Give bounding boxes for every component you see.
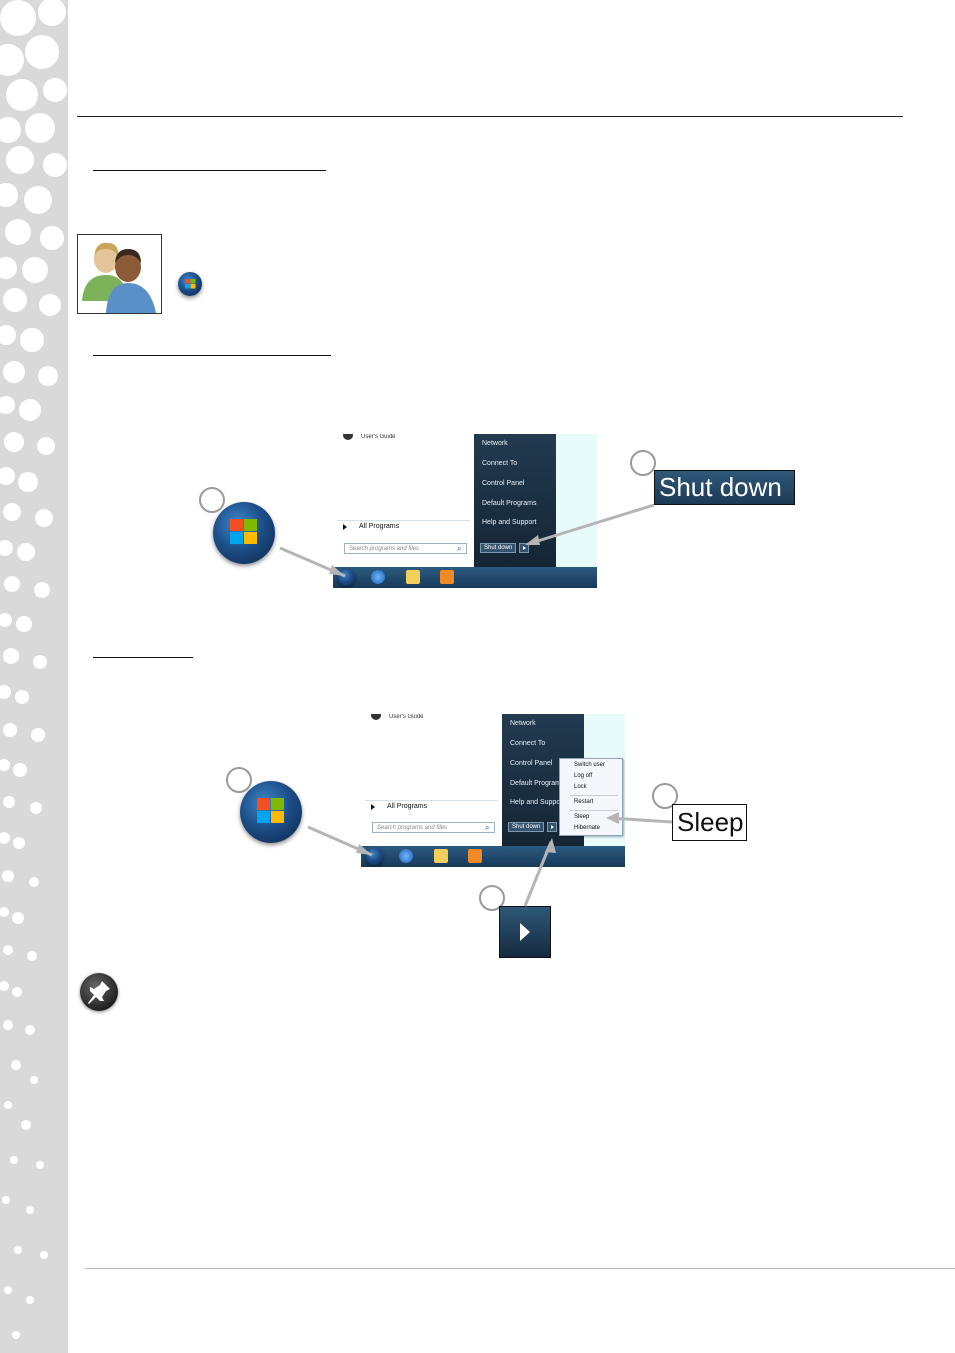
submenu-sleep[interactable]: Sleep xyxy=(574,814,590,820)
menu-item-help-support[interactable]: Help and Suppor xyxy=(510,799,563,806)
sleep-zoom-callout: Sleep xyxy=(672,804,747,841)
windows-start-orb-icon-large xyxy=(213,502,275,564)
internet-explorer-icon[interactable] xyxy=(371,570,385,584)
menu-item-default-programs[interactable]: Default Programs xyxy=(482,500,537,507)
play-arrow-icon xyxy=(523,546,526,550)
menu-item-control-panel[interactable]: Control Panel xyxy=(482,480,525,487)
users-guide-item[interactable]: User's Guide xyxy=(361,434,396,440)
all-programs-item[interactable]: All Programs xyxy=(359,523,400,530)
start-menu-screenshot-1: User's Guide All Programs Search program… xyxy=(333,434,597,588)
all-programs-item[interactable]: All Programs xyxy=(387,803,428,810)
pushpin-note-icon xyxy=(80,973,118,1011)
header-rule xyxy=(77,116,903,117)
menu-item-control-panel[interactable]: Control Panel xyxy=(510,760,553,767)
menu-item-default-programs[interactable]: Default Program xyxy=(510,780,561,787)
menu-item-connect-to[interactable]: Connect To xyxy=(510,740,546,747)
decorative-sidebar xyxy=(0,0,68,1353)
arrow-right-icon xyxy=(371,804,375,810)
shutdown-options-button[interactable] xyxy=(547,822,557,832)
submenu-log-off[interactable]: Log off xyxy=(574,773,593,779)
divider xyxy=(337,520,470,521)
taskbar xyxy=(361,846,625,867)
folder-icon[interactable] xyxy=(434,849,448,863)
menu-item-network[interactable]: Network xyxy=(510,720,536,727)
media-player-icon[interactable] xyxy=(440,570,454,584)
search-input[interactable]: Search programs and files xyxy=(344,543,467,554)
menu-item-help-support[interactable]: Help and Support xyxy=(482,519,537,526)
submenu-switch-user[interactable]: Switch user xyxy=(574,762,606,768)
sleep-zoom-label: Sleep xyxy=(677,807,744,837)
shutdown-button[interactable]: Shut down xyxy=(480,543,517,553)
search-icon: ⌕ xyxy=(485,823,490,832)
submenu-divider xyxy=(570,795,618,796)
start-menu-right-pane: Network Connect To Control Panel Default… xyxy=(474,434,556,567)
menu-item-network[interactable]: Network xyxy=(482,440,508,447)
media-player-icon[interactable] xyxy=(468,849,482,863)
callout-circle-1 xyxy=(199,487,225,513)
users-guide-icon xyxy=(371,714,381,720)
windows-start-orb-icon-large xyxy=(240,781,302,843)
shutdown-label: Shut down xyxy=(512,824,541,830)
users-guide-icon xyxy=(343,434,353,440)
search-icon: ⌕ xyxy=(457,544,462,553)
internet-explorer-icon[interactable] xyxy=(399,849,413,863)
start-menu-screenshot-2: User's Guide All Programs Search program… xyxy=(361,714,625,867)
search-placeholder: Search programs and files xyxy=(377,825,448,831)
shutdown-label: Shut down xyxy=(484,545,513,551)
shutdown-options-button[interactable] xyxy=(519,543,529,553)
section-1-underline xyxy=(93,170,326,171)
start-button[interactable] xyxy=(366,848,383,865)
start-menu-left-pane: User's Guide All Programs Search program… xyxy=(361,714,503,846)
play-arrow-icon xyxy=(551,825,554,829)
submenu-restart[interactable]: Restart xyxy=(574,799,594,805)
menu-item-connect-to[interactable]: Connect To xyxy=(482,460,518,467)
play-arrow-icon xyxy=(520,923,530,941)
submenu-lock[interactable]: Lock xyxy=(574,784,587,790)
shutdown-zoom-label: Shut down xyxy=(659,472,782,502)
search-placeholder: Search programs and files xyxy=(349,546,420,552)
arrow-right-icon xyxy=(343,524,347,530)
search-input[interactable]: Search programs and files xyxy=(372,822,495,833)
section-2-underline xyxy=(93,355,331,356)
footer-rule xyxy=(85,1268,955,1269)
windows-start-orb-icon xyxy=(178,272,202,296)
shutdown-button[interactable]: Shut down xyxy=(508,822,545,832)
shutdown-zoom-callout: Shut down xyxy=(654,470,795,505)
divider xyxy=(365,800,498,801)
start-menu-left-pane: User's Guide All Programs Search program… xyxy=(333,434,475,567)
users-guide-item[interactable]: User's Guide xyxy=(389,714,424,720)
play-button-zoom-callout[interactable] xyxy=(499,906,551,958)
folder-icon[interactable] xyxy=(406,570,420,584)
submenu-hibernate[interactable]: Hibernate xyxy=(574,825,601,831)
shutdown-submenu: Switch user Log off Lock Restart Sleep H… xyxy=(559,758,623,836)
callout-circle-1 xyxy=(226,767,252,793)
users-icon xyxy=(77,234,162,314)
callout-circle-2 xyxy=(630,450,656,476)
section-3-underline xyxy=(93,657,193,658)
submenu-divider xyxy=(570,810,618,811)
